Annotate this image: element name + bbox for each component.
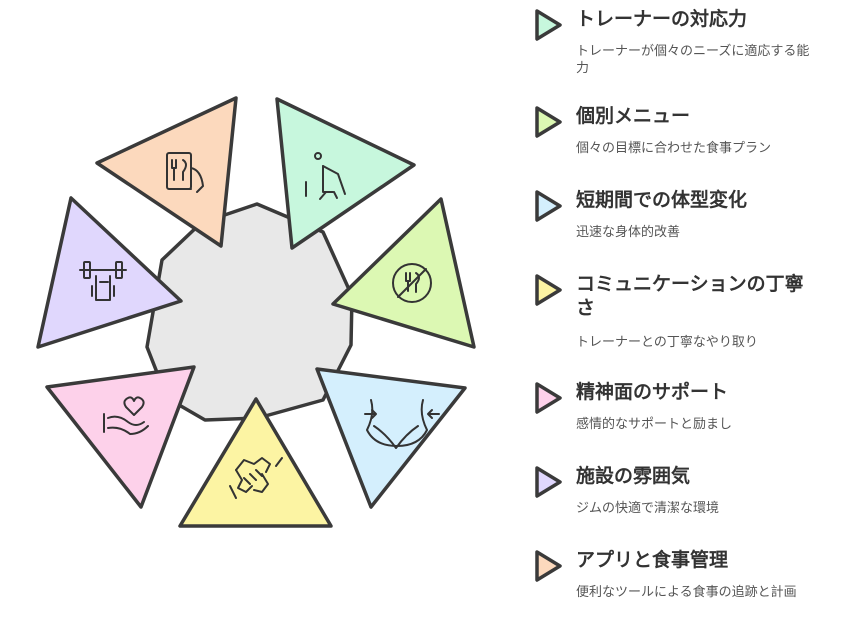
triangle-marker-icon	[535, 106, 562, 138]
menu-book-icon	[166, 152, 204, 193]
segment-communication	[315, 367, 467, 509]
stretching-person-icon	[305, 152, 346, 200]
legend-desc: 便利なツールによる食事の追跡と計画	[576, 585, 797, 600]
no-eating-icon	[392, 263, 432, 303]
legend-title: 短期間での体型変化	[576, 189, 748, 211]
center-hub	[145, 202, 354, 422]
triangle-marker-icon	[535, 466, 562, 498]
legend-title: 精神面のサポート	[576, 381, 729, 403]
legend-desc: 個々の目標に合わせた食事プラン	[576, 141, 772, 156]
segment-menu	[275, 97, 416, 250]
legend-title: コミュニケーションの丁寧さ	[576, 273, 804, 319]
waist-icon	[364, 399, 440, 449]
triangle-marker-icon	[535, 274, 562, 306]
segment-facility	[45, 365, 196, 509]
triangle-marker-icon	[535, 550, 562, 582]
legend-title: アプリと食事管理	[576, 549, 729, 571]
handshake-icon	[229, 457, 283, 499]
hub-diagram	[36, 96, 476, 528]
bench-press-icon	[79, 261, 127, 301]
legend-title: トレーナーの対応力	[576, 8, 748, 30]
segment-app	[36, 196, 183, 349]
triangle-marker-icon	[535, 190, 562, 222]
hand-heart-icon	[103, 396, 149, 435]
legend-desc: 迅速な身体的改善	[576, 225, 681, 240]
legend-desc: ジムの快適で清潔な環境	[576, 501, 720, 516]
legend-desc: トレーナーが個々のニーズに適応する能力	[576, 44, 810, 76]
legend-desc: トレーナーとの丁寧なやり取り	[576, 335, 758, 350]
triangle-marker-icon	[535, 9, 562, 41]
triangle-marker-icon	[535, 382, 562, 414]
legend-desc: 感情的なサポートと励まし	[576, 417, 733, 432]
legend-title: 施設の雰囲気	[576, 465, 691, 487]
legend-title: 個別メニュー	[576, 105, 691, 127]
segment-bodyshape	[331, 197, 476, 349]
